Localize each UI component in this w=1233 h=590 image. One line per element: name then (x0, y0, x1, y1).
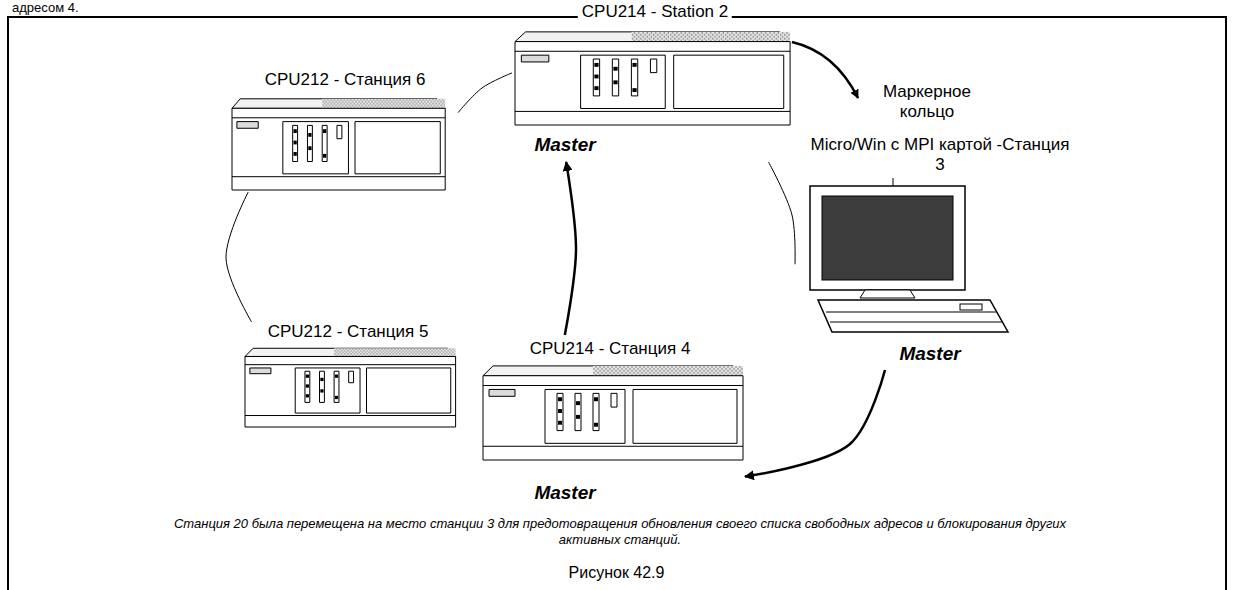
device-node: Micro/Win с MPI картой -Станция 3 Master (795, 135, 1095, 370)
device-node: CPU212 - Станция 5 (243, 322, 458, 428)
pc-cable (893, 178, 894, 186)
device-node: CPU214 - Station 2 Master (512, 0, 797, 162)
pc-keys (960, 304, 982, 310)
pc-computer (810, 178, 1008, 332)
pc-screen (822, 196, 953, 280)
plc-cpu214 (515, 32, 790, 125)
figure-frame (8, 17, 1226, 590)
ring-link (458, 73, 512, 113)
plc-cpu212 (245, 348, 456, 427)
device-node: CPU214 - Станция 4 Master (480, 335, 745, 512)
figure-note: Станция 20 была перемещена на место стан… (150, 516, 1090, 547)
figure-caption: Рисунок 42.9 (0, 563, 1233, 582)
pc-monitor (810, 186, 965, 290)
pc-keys (830, 322, 1002, 323)
pc-keyboard (818, 300, 1008, 332)
token-pass-arrow (565, 162, 576, 335)
device-label: CPU214 - Станция 4 (530, 339, 691, 359)
device-label: CPU212 - Станция 5 (268, 322, 429, 342)
ring-label: Маркерное кольцо (862, 82, 992, 123)
device-label: CPU212 - Станция 6 (265, 70, 426, 90)
continued-text: адресом 4. (12, 0, 212, 16)
plc-cpu214 (483, 366, 743, 460)
device-label: Micro/Win с MPI картой -Станция 3 (806, 135, 1074, 176)
role-label: Master (899, 343, 960, 366)
ring-link (769, 162, 796, 264)
pc-stand (860, 290, 915, 298)
token-ring-arrow (792, 42, 858, 98)
token-pass-arrow (745, 370, 885, 477)
plc-cpu212 (232, 99, 445, 190)
device-node: CPU212 - Станция 6 (230, 70, 458, 192)
role-label: Master (534, 482, 595, 505)
pc-keys (826, 312, 996, 313)
role-label: Master (534, 134, 595, 157)
device-label: CPU214 - Station 2 (578, 2, 732, 22)
ring-link (226, 192, 252, 322)
